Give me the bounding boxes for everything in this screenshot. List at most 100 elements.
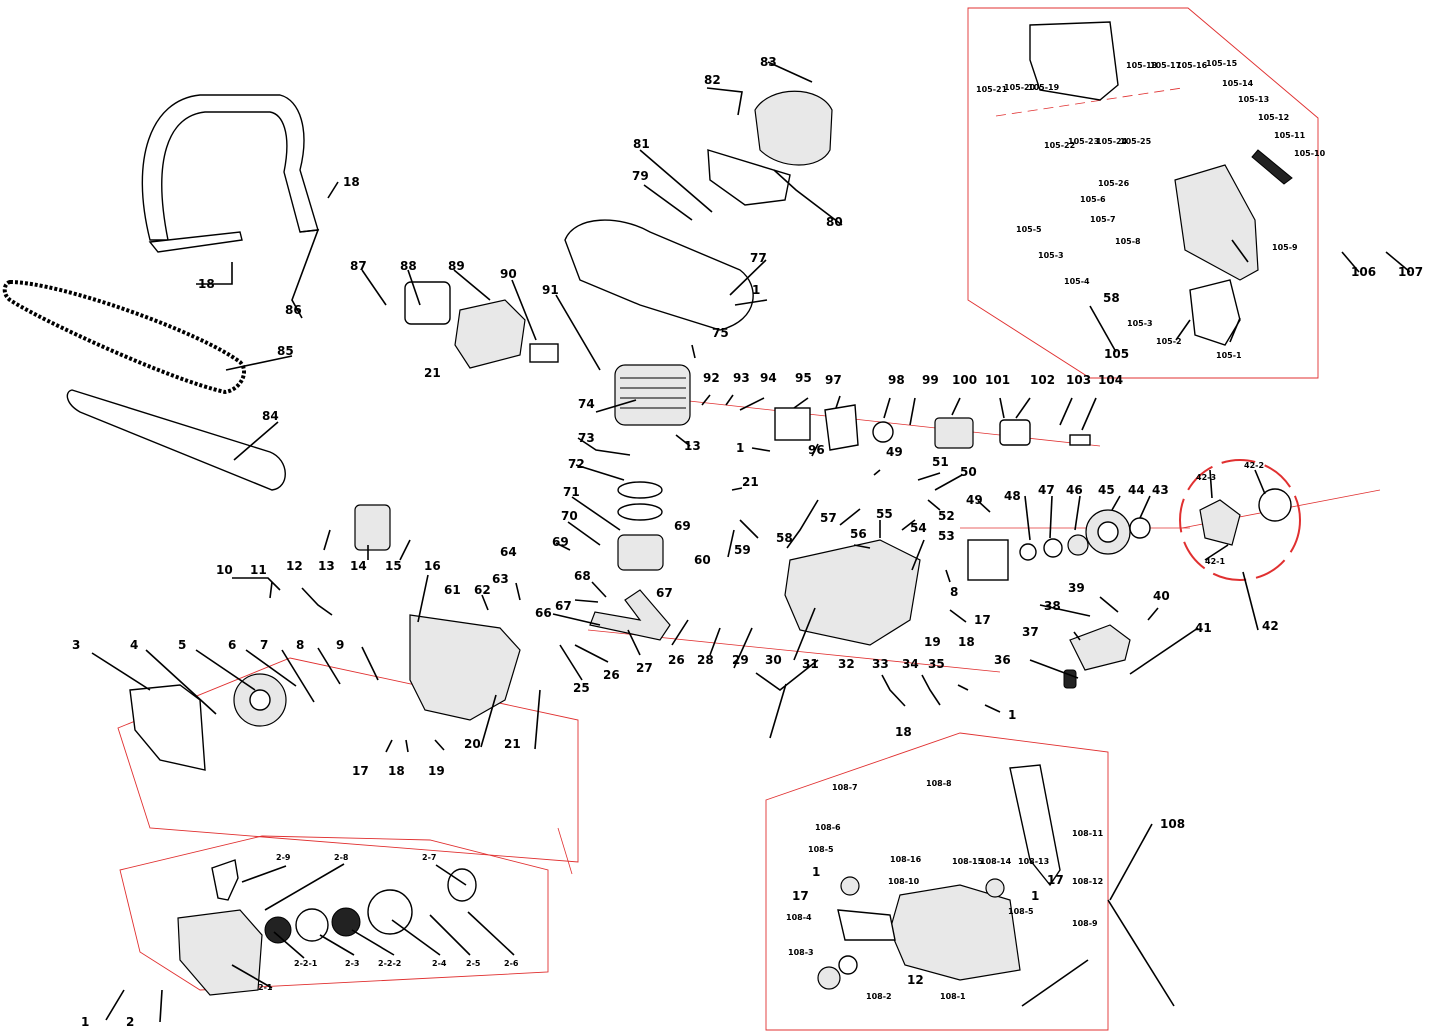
- label-93: 93: [733, 371, 750, 385]
- label-33: 33: [872, 657, 889, 671]
- label-105-1: 105-1: [1216, 351, 1242, 360]
- label-108-7: 108-7: [832, 783, 858, 792]
- label-60: 60: [694, 553, 711, 567]
- label-108-1: 108-1: [940, 992, 966, 1001]
- label-98: 98: [888, 373, 905, 387]
- label-12: 12: [286, 559, 303, 573]
- crankcase-right-shape: [784, 539, 921, 646]
- oil-pump-shape: [1069, 624, 1131, 671]
- air-filter-shape: [707, 149, 791, 206]
- label-62: 62: [474, 583, 491, 597]
- label-85: 85: [277, 344, 294, 358]
- label-79: 79: [632, 169, 649, 183]
- label-26: 26: [603, 668, 620, 682]
- label-59: 59: [734, 543, 751, 557]
- label-18: 18: [958, 635, 975, 649]
- label-21: 21: [742, 475, 759, 489]
- label-1: 1: [812, 865, 820, 879]
- frame-42-clutch: [1179, 459, 1301, 581]
- label-54: 54: [910, 521, 927, 535]
- label-108-5: 108-5: [808, 845, 834, 854]
- oil-pump-plate-shape: [967, 539, 1009, 581]
- crankshaft-shape: [589, 589, 671, 641]
- label-61: 61: [444, 583, 461, 597]
- label-105-6: 105-6: [1080, 195, 1106, 204]
- label-7: 7: [260, 638, 268, 652]
- label-108-15: 108-14: [980, 857, 1012, 866]
- label-47: 47: [1038, 483, 1055, 497]
- label-14: 14: [350, 559, 367, 573]
- label-55: 55: [876, 507, 893, 521]
- label-105-11: 105-11: [1274, 131, 1306, 140]
- label-50: 50: [960, 465, 977, 479]
- throttle-lever-shape: [1009, 764, 1061, 887]
- label-2-8: 2-8: [334, 853, 349, 862]
- label-2-4: 2-4: [432, 959, 447, 968]
- label-108-12: 108-12: [1072, 877, 1103, 886]
- label-100: 100: [952, 373, 977, 387]
- label-43: 43: [1152, 483, 1169, 497]
- front-handle-foot: [148, 231, 243, 253]
- part-labels: 18 18 86 85 84 87 88 89 90 91 21 81 79 8…: [72, 55, 1423, 1029]
- label-108-4: 108-4: [786, 913, 812, 922]
- label-105-24: 105-24: [1096, 137, 1128, 146]
- sprocket-shape: [1067, 534, 1089, 556]
- label-64: 64: [500, 545, 517, 559]
- label-34: 34: [902, 657, 919, 671]
- label-19: 19: [924, 635, 941, 649]
- label-108-14: 108-13: [1018, 857, 1049, 866]
- chain-brake-handle-shape: [1029, 21, 1119, 101]
- label-105-3: 105-3: [1038, 251, 1064, 260]
- piston-ring-1: [617, 481, 663, 499]
- spacer-104-shape: [1069, 434, 1091, 446]
- label-87: 87: [350, 259, 367, 273]
- label-2: 2: [126, 1015, 134, 1029]
- label-29: 29: [732, 653, 749, 667]
- label-69: 69: [552, 535, 569, 549]
- rewind-spring-shape: [264, 916, 292, 944]
- label-13: 13: [318, 559, 335, 573]
- front-handle-shape: [141, 94, 319, 241]
- label-105-9: 105-9: [1272, 243, 1298, 252]
- needle-bearing-shape: [1043, 538, 1063, 558]
- starter-housing-shape: [177, 909, 263, 996]
- label-2-2-2: 2-2-2: [378, 959, 401, 968]
- label-105-13: 105-13: [1238, 95, 1269, 104]
- clutch-spring-shape: [1258, 488, 1292, 522]
- label-30: 30: [765, 653, 782, 667]
- oring-108-2: [838, 955, 858, 975]
- top-cover-shape: [564, 219, 754, 331]
- label-1: 1: [1031, 889, 1039, 903]
- frame-starter-assembly: [119, 835, 549, 991]
- frame-105-assembly: [967, 7, 1319, 379]
- label-105-8: 105-8: [1115, 237, 1141, 246]
- handle-rib-shape: [837, 909, 896, 941]
- label-37: 37: [1022, 625, 1039, 639]
- fuel-cap-shape: [817, 966, 841, 990]
- label-3: 3: [72, 638, 80, 652]
- label-83: 83: [760, 55, 777, 69]
- label-42-3: 42-3: [1196, 473, 1216, 482]
- label-16: 16: [424, 559, 441, 573]
- label-40: 40: [1153, 589, 1170, 603]
- crankcase-left-shape: [409, 614, 521, 721]
- label-73: 73: [578, 431, 595, 445]
- label-67: 67: [656, 586, 673, 600]
- parts-drawings: [2, 21, 1293, 996]
- label-92: 92: [703, 371, 720, 385]
- label-105-3: 105-3: [1127, 319, 1153, 328]
- starter-rope-shape: [447, 868, 477, 902]
- starter-handle-shape: [211, 859, 239, 901]
- spring-2-2-2-shape: [331, 907, 361, 937]
- label-105-16: 105-16: [1176, 61, 1208, 70]
- label-90: 90: [500, 267, 517, 281]
- label-20: 20: [464, 737, 481, 751]
- label-6: 6: [228, 638, 236, 652]
- label-8: 8: [296, 638, 304, 652]
- label-97: 97: [825, 373, 842, 387]
- label-105-19: 105-19: [1028, 83, 1060, 92]
- starter-disc-shape: [367, 889, 413, 935]
- label-105-4: 105-4: [1064, 277, 1090, 286]
- label-88: 88: [400, 259, 417, 273]
